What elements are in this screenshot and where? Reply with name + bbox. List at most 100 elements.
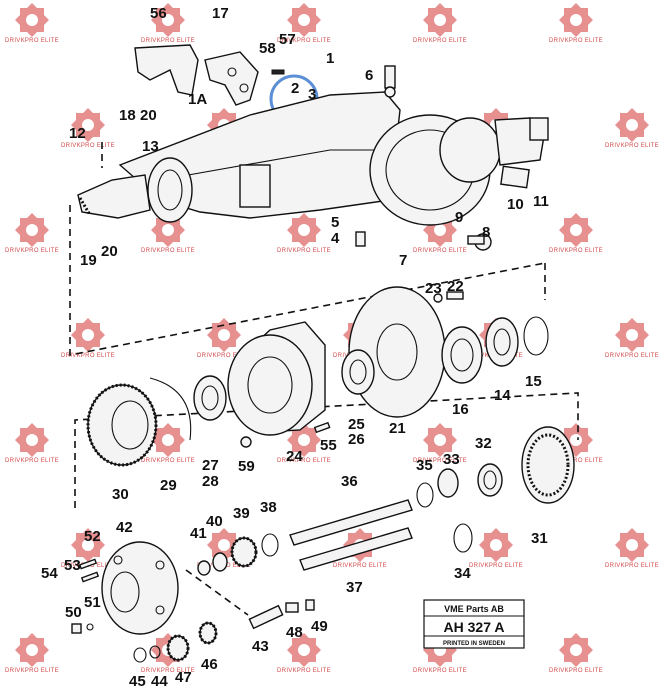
shaft-37 — [299, 527, 413, 571]
watermark-text: DRIVKPRO ELITE — [605, 563, 659, 569]
callout-label: 49 — [311, 618, 328, 635]
watermark-gear-icon — [71, 318, 105, 352]
callout-label: 41 — [190, 525, 207, 542]
watermark-text: DRIVKPRO ELITE — [141, 38, 195, 44]
watermark-gear-icon — [71, 528, 105, 562]
watermark-text: DRIVKPRO ELITE — [413, 458, 467, 464]
watermark-text: DRIVKPRO ELITE — [277, 38, 331, 44]
watermark-gear-icon — [287, 3, 321, 37]
axle-end-12 — [77, 174, 151, 219]
plate-printed-text: PRINTED IN SWEDEN — [443, 641, 505, 647]
callout-label: 16 — [452, 401, 469, 418]
callout-label: 52 — [84, 528, 101, 545]
callout-label: 23 — [425, 280, 442, 297]
watermark-text: DRIVKPRO ELITE — [277, 668, 331, 674]
watermark-gear-icon — [559, 3, 593, 37]
callout-label: 20 — [140, 107, 157, 124]
watermark-text: DRIVKPRO ELITE — [605, 353, 659, 359]
watermark-gear-icon — [151, 3, 185, 37]
callout-label: 25 — [348, 416, 365, 433]
callout-label: 31 — [531, 530, 548, 547]
breather-6 — [384, 65, 396, 89]
callout-label: 12 — [69, 125, 86, 142]
callout-label: 13 — [142, 138, 159, 155]
callout-label: 33 — [443, 451, 460, 468]
callout-label: 45 — [129, 673, 146, 690]
watermark-text: DRIVKPRO ELITE — [413, 248, 467, 254]
callout-label: 8 — [482, 224, 490, 241]
plate-title: VME Parts AB — [444, 604, 504, 614]
watermark-gear-icon — [479, 528, 513, 562]
callout-label: 6 — [365, 67, 373, 84]
watermark-text: DRIVKPRO ELITE — [469, 563, 523, 569]
shaft-36 — [289, 499, 413, 546]
callout-label: 29 — [160, 477, 177, 494]
watermark-gear-icon — [151, 423, 185, 457]
callout-labels: 56 17 58 57 1 6 2 1A 3 18 20 12 13 10 11… — [41, 5, 549, 690]
watermark-gear-icon — [615, 528, 649, 562]
callout-label: 20 — [101, 243, 118, 260]
callout-label: 40 — [206, 513, 223, 530]
callout-label: 18 — [119, 107, 136, 124]
callout-label: 42 — [116, 519, 133, 536]
callout-label: 58 — [259, 40, 276, 57]
watermark-gear-icon — [207, 318, 241, 352]
watermark-text: DRIVKPRO ELITE — [549, 248, 603, 254]
watermark-gear-icon — [423, 3, 457, 37]
watermark-gear-icon — [15, 633, 49, 667]
callout-label: 54 — [41, 565, 58, 582]
callout-label: 19 — [80, 252, 97, 269]
bracket-17 — [204, 51, 259, 106]
watermark-text: DRIVKPRO ELITE — [5, 38, 59, 44]
watermark-text: DRIVKPRO ELITE — [5, 668, 59, 674]
watermark-text: DRIVKPRO ELITE — [277, 458, 331, 464]
callout-label: 5 — [331, 214, 339, 231]
callout-label: 28 — [202, 473, 219, 490]
watermark-gear-icon — [71, 108, 105, 142]
callout-label: 11 — [533, 193, 549, 210]
callout-label: 7 — [399, 252, 407, 269]
callout-label: 9 — [455, 209, 463, 226]
ring-gear-31 — [521, 426, 575, 504]
watermark-text: DRIVKPRO ELITE — [5, 248, 59, 254]
parts-plate: VME Parts AB AH 327 A PRINTED IN SWEDEN — [423, 599, 525, 649]
callout-label: 36 — [341, 473, 358, 490]
watermark-text: DRIVKPRO ELITE — [605, 143, 659, 149]
callout-label: 35 — [416, 457, 433, 474]
plate-10 — [500, 165, 530, 189]
watermark-text: DRIVKPRO ELITE — [141, 458, 195, 464]
callout-label: 24 — [286, 448, 303, 465]
seal-ring-15 — [523, 316, 549, 356]
watermark-text: DRIVKPRO ELITE — [61, 143, 115, 149]
callout-label: 38 — [260, 499, 277, 516]
callout-label: 1 — [326, 50, 334, 67]
callout-label: 30 — [112, 486, 129, 503]
watermark-text: DRIVKPRO ELITE — [197, 353, 251, 359]
watermark-text: DRIVKPRO ELITE — [61, 353, 115, 359]
watermark-gear-icon — [287, 213, 321, 247]
planet-carrier-42 — [101, 541, 179, 635]
watermark-text: DRIVKPRO ELITE — [413, 38, 467, 44]
watermark-text: DRIVKPRO ELITE — [5, 458, 59, 464]
watermark-text: DRIVKPRO ELITE — [141, 668, 195, 674]
callout-label: 14 — [494, 387, 511, 404]
callout-label: 3 — [308, 86, 316, 103]
callout-label: 59 — [238, 458, 255, 475]
callout-label: 37 — [346, 579, 363, 596]
bearing-14 — [485, 317, 519, 367]
callout-label: 50 — [65, 604, 82, 621]
callout-label: 34 — [454, 565, 471, 582]
callout-label: 39 — [233, 505, 250, 522]
watermark-text: DRIVKPRO ELITE — [333, 563, 387, 569]
callout-label: 4 — [331, 230, 340, 247]
callout-label: 51 — [84, 594, 101, 611]
watermark-text: DRIVKPRO ELITE — [277, 248, 331, 254]
callout-label: 53 — [64, 557, 81, 574]
callout-label: 43 — [252, 638, 269, 655]
watermark-gear-icon — [15, 213, 49, 247]
pin-43 — [248, 604, 284, 630]
callout-label: 55 — [320, 437, 337, 454]
watermark-gear-icon — [423, 423, 457, 457]
watermark-gear-icon — [15, 423, 49, 457]
